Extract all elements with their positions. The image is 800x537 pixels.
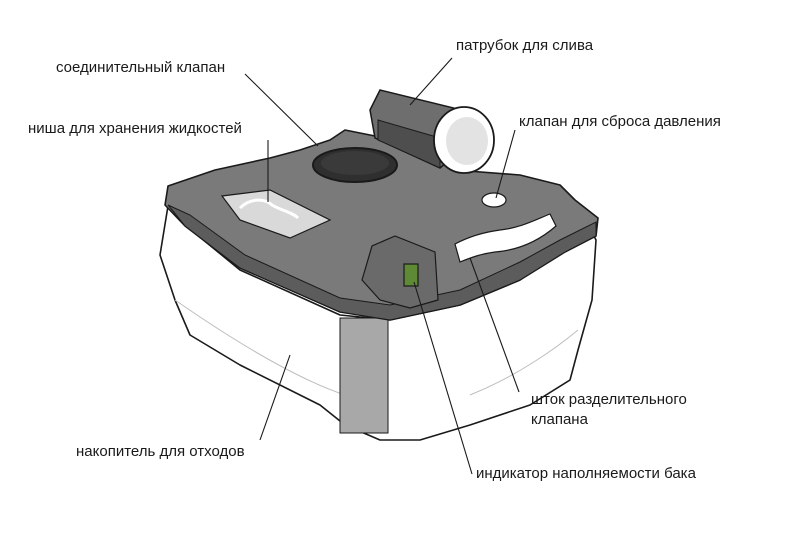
label-connecting-valve: соединительный клапан [56, 59, 225, 76]
pressure-relief-valve [481, 192, 507, 208]
drain-spout [369, 89, 495, 174]
label-drain-spout: патрубок для слива [456, 37, 594, 54]
separating-valve-rod [454, 213, 557, 263]
label-fluid-storage-niche: ниша для хранения жидкостей [28, 120, 242, 137]
leader-lines [244, 57, 520, 475]
label-separating-valve-rod-1: шток разделительного [531, 391, 687, 408]
fill-level-indicator [403, 263, 419, 287]
label-separating-valve-rod-2: клапана [531, 411, 589, 428]
label-waste-tank: накопитель для отходов [76, 443, 245, 460]
label-fill-level-indicator: индикатор наполняемости бака [476, 465, 697, 482]
level-window [339, 317, 389, 434]
label-pressure-relief-valve: клапан для сброса давления [519, 113, 721, 130]
lid [164, 129, 599, 321]
